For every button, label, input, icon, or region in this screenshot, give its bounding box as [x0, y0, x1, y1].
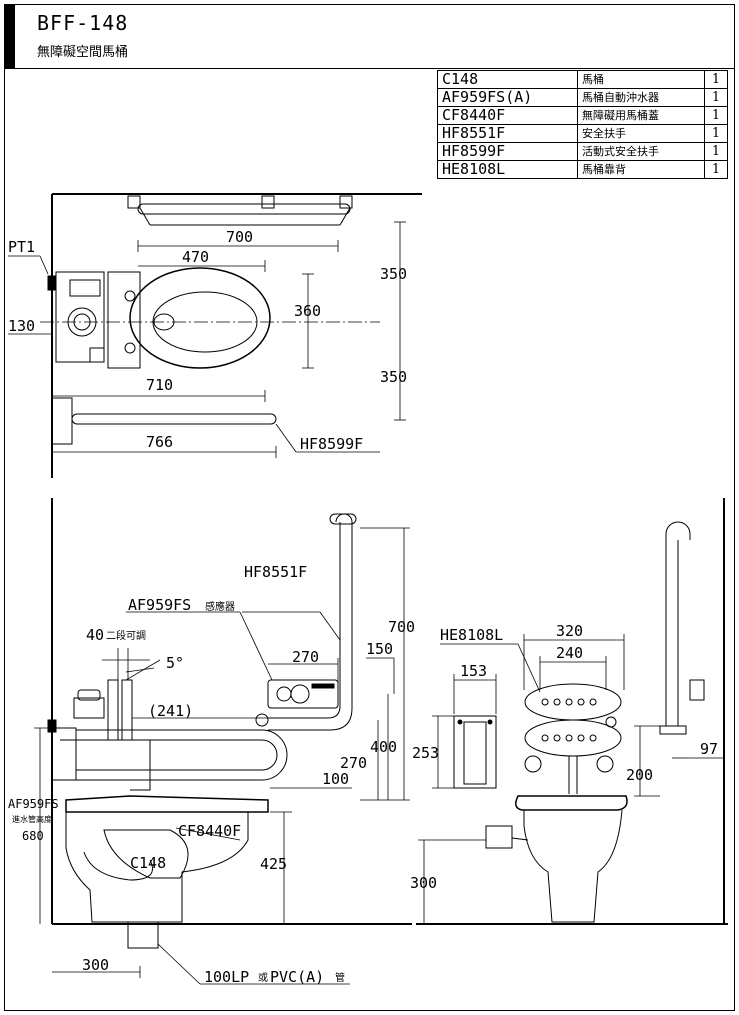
dim-100: 100: [322, 770, 349, 788]
part-desc: 活動式安全扶手: [577, 142, 705, 161]
side-dimensions: [34, 527, 410, 985]
dim-97: 97: [700, 740, 718, 758]
dim-350-top: 350: [380, 265, 407, 283]
dim-766: 766: [146, 433, 173, 451]
dim-200: 200: [626, 766, 653, 784]
label-pt1: PT1: [8, 238, 35, 256]
dim-253: 253: [412, 744, 439, 762]
dim-320: 320: [556, 622, 583, 640]
dim-700-side: 700: [388, 618, 415, 636]
title-bar: [5, 5, 15, 68]
label-he8108l: HE8108L: [440, 626, 503, 644]
dim-153: 153: [460, 662, 487, 680]
plan-bowl-opening: [152, 291, 258, 353]
plan-hinge-bolt: [124, 342, 136, 354]
model-name: 無障礙空間馬桶: [37, 45, 129, 60]
plan-flush-valve: [47, 271, 105, 363]
side-flush-valve: [47, 679, 151, 791]
plan-grab-bar: [127, 195, 353, 226]
part-qty: 1: [704, 142, 728, 161]
side-toilet: [65, 795, 269, 949]
label-hf8551f: HF8551F: [244, 563, 307, 581]
dim-270-top: 270: [292, 648, 319, 666]
label-adj-40: 40: [86, 626, 104, 644]
label-sensor: 感應器: [205, 600, 235, 613]
part-desc: 無障礙用馬桶蓋: [577, 106, 705, 125]
label-af959fs: AF959FS: [128, 596, 191, 614]
dim-700-plan: 700: [226, 228, 253, 246]
side-view: [34, 498, 412, 985]
front-backrest: [524, 683, 622, 794]
part-desc: 馬桶靠背: [577, 160, 705, 179]
model-code: BFF-148: [37, 11, 129, 35]
dim-680: 680: [22, 829, 44, 843]
label-hf8599f-plan: HF8599F: [300, 435, 363, 453]
label-d241: (241): [148, 702, 193, 720]
plan-toilet-seat: [129, 267, 271, 369]
front-labels: HE8108L 320 240 153 253 97 200 300: [410, 622, 718, 892]
front-toilet: [485, 795, 628, 923]
plan-swing-bar: [51, 397, 277, 445]
dim-130: 130: [8, 317, 35, 335]
part-code: HF8551F: [437, 124, 578, 143]
label-drain-code: 100LP: [204, 968, 249, 986]
front-wall-bar: [659, 521, 705, 735]
label-inlet-text: 進水管高度: [12, 814, 52, 824]
side-labels: HF8551F AF959FS 感應器 40 二段可調 5° (241) AF9…: [8, 563, 415, 986]
label-drain-pipe: 管: [335, 971, 345, 984]
plan-hinge-bolt: [124, 290, 136, 302]
dim-425: 425: [260, 855, 287, 873]
dim-360: 360: [294, 302, 321, 320]
dim-470: 470: [182, 248, 209, 266]
plan-view: [8, 193, 422, 478]
label-cf8440f: CF8440F: [178, 822, 241, 840]
dim-270-mid: 270: [340, 754, 367, 772]
label-drain-pvc: PVC(A): [270, 968, 324, 986]
side-swing-bar: [51, 713, 288, 781]
plan-seat-hinge: [107, 271, 141, 369]
front-view: [416, 498, 728, 925]
front-dimensions: [418, 634, 724, 924]
dim-400: 400: [370, 738, 397, 756]
plan-dimension-labels: 700 470 350 360 130 350 710 766 PT1 HF85…: [8, 228, 407, 453]
plan-dimensions: [8, 221, 406, 458]
front-bracket: [453, 715, 497, 789]
dim-240: 240: [556, 644, 583, 662]
label-adj-text: 二段可調: [106, 629, 146, 642]
dim-300-front: 300: [410, 874, 437, 892]
label-c148: C148: [130, 854, 166, 872]
part-code: HF8599F: [437, 142, 578, 161]
side-l-grab-bar: [268, 513, 357, 731]
plan-drain-hole: [153, 313, 175, 331]
side-sensor-box: [267, 679, 339, 709]
part-qty: 1: [704, 160, 728, 179]
dim-710: 710: [146, 376, 173, 394]
part-code: C148: [437, 70, 578, 89]
title-divider: [5, 68, 734, 69]
part-code: HE8108L: [437, 160, 578, 179]
part-desc: 安全扶手: [577, 124, 705, 143]
label-af959fs-left: AF959FS: [8, 797, 59, 811]
label-drain-or: 或: [258, 972, 268, 984]
dim-300-side: 300: [82, 956, 109, 974]
label-angle: 5°: [166, 654, 184, 672]
dim-150: 150: [366, 640, 393, 658]
dim-350-bottom: 350: [380, 368, 407, 386]
